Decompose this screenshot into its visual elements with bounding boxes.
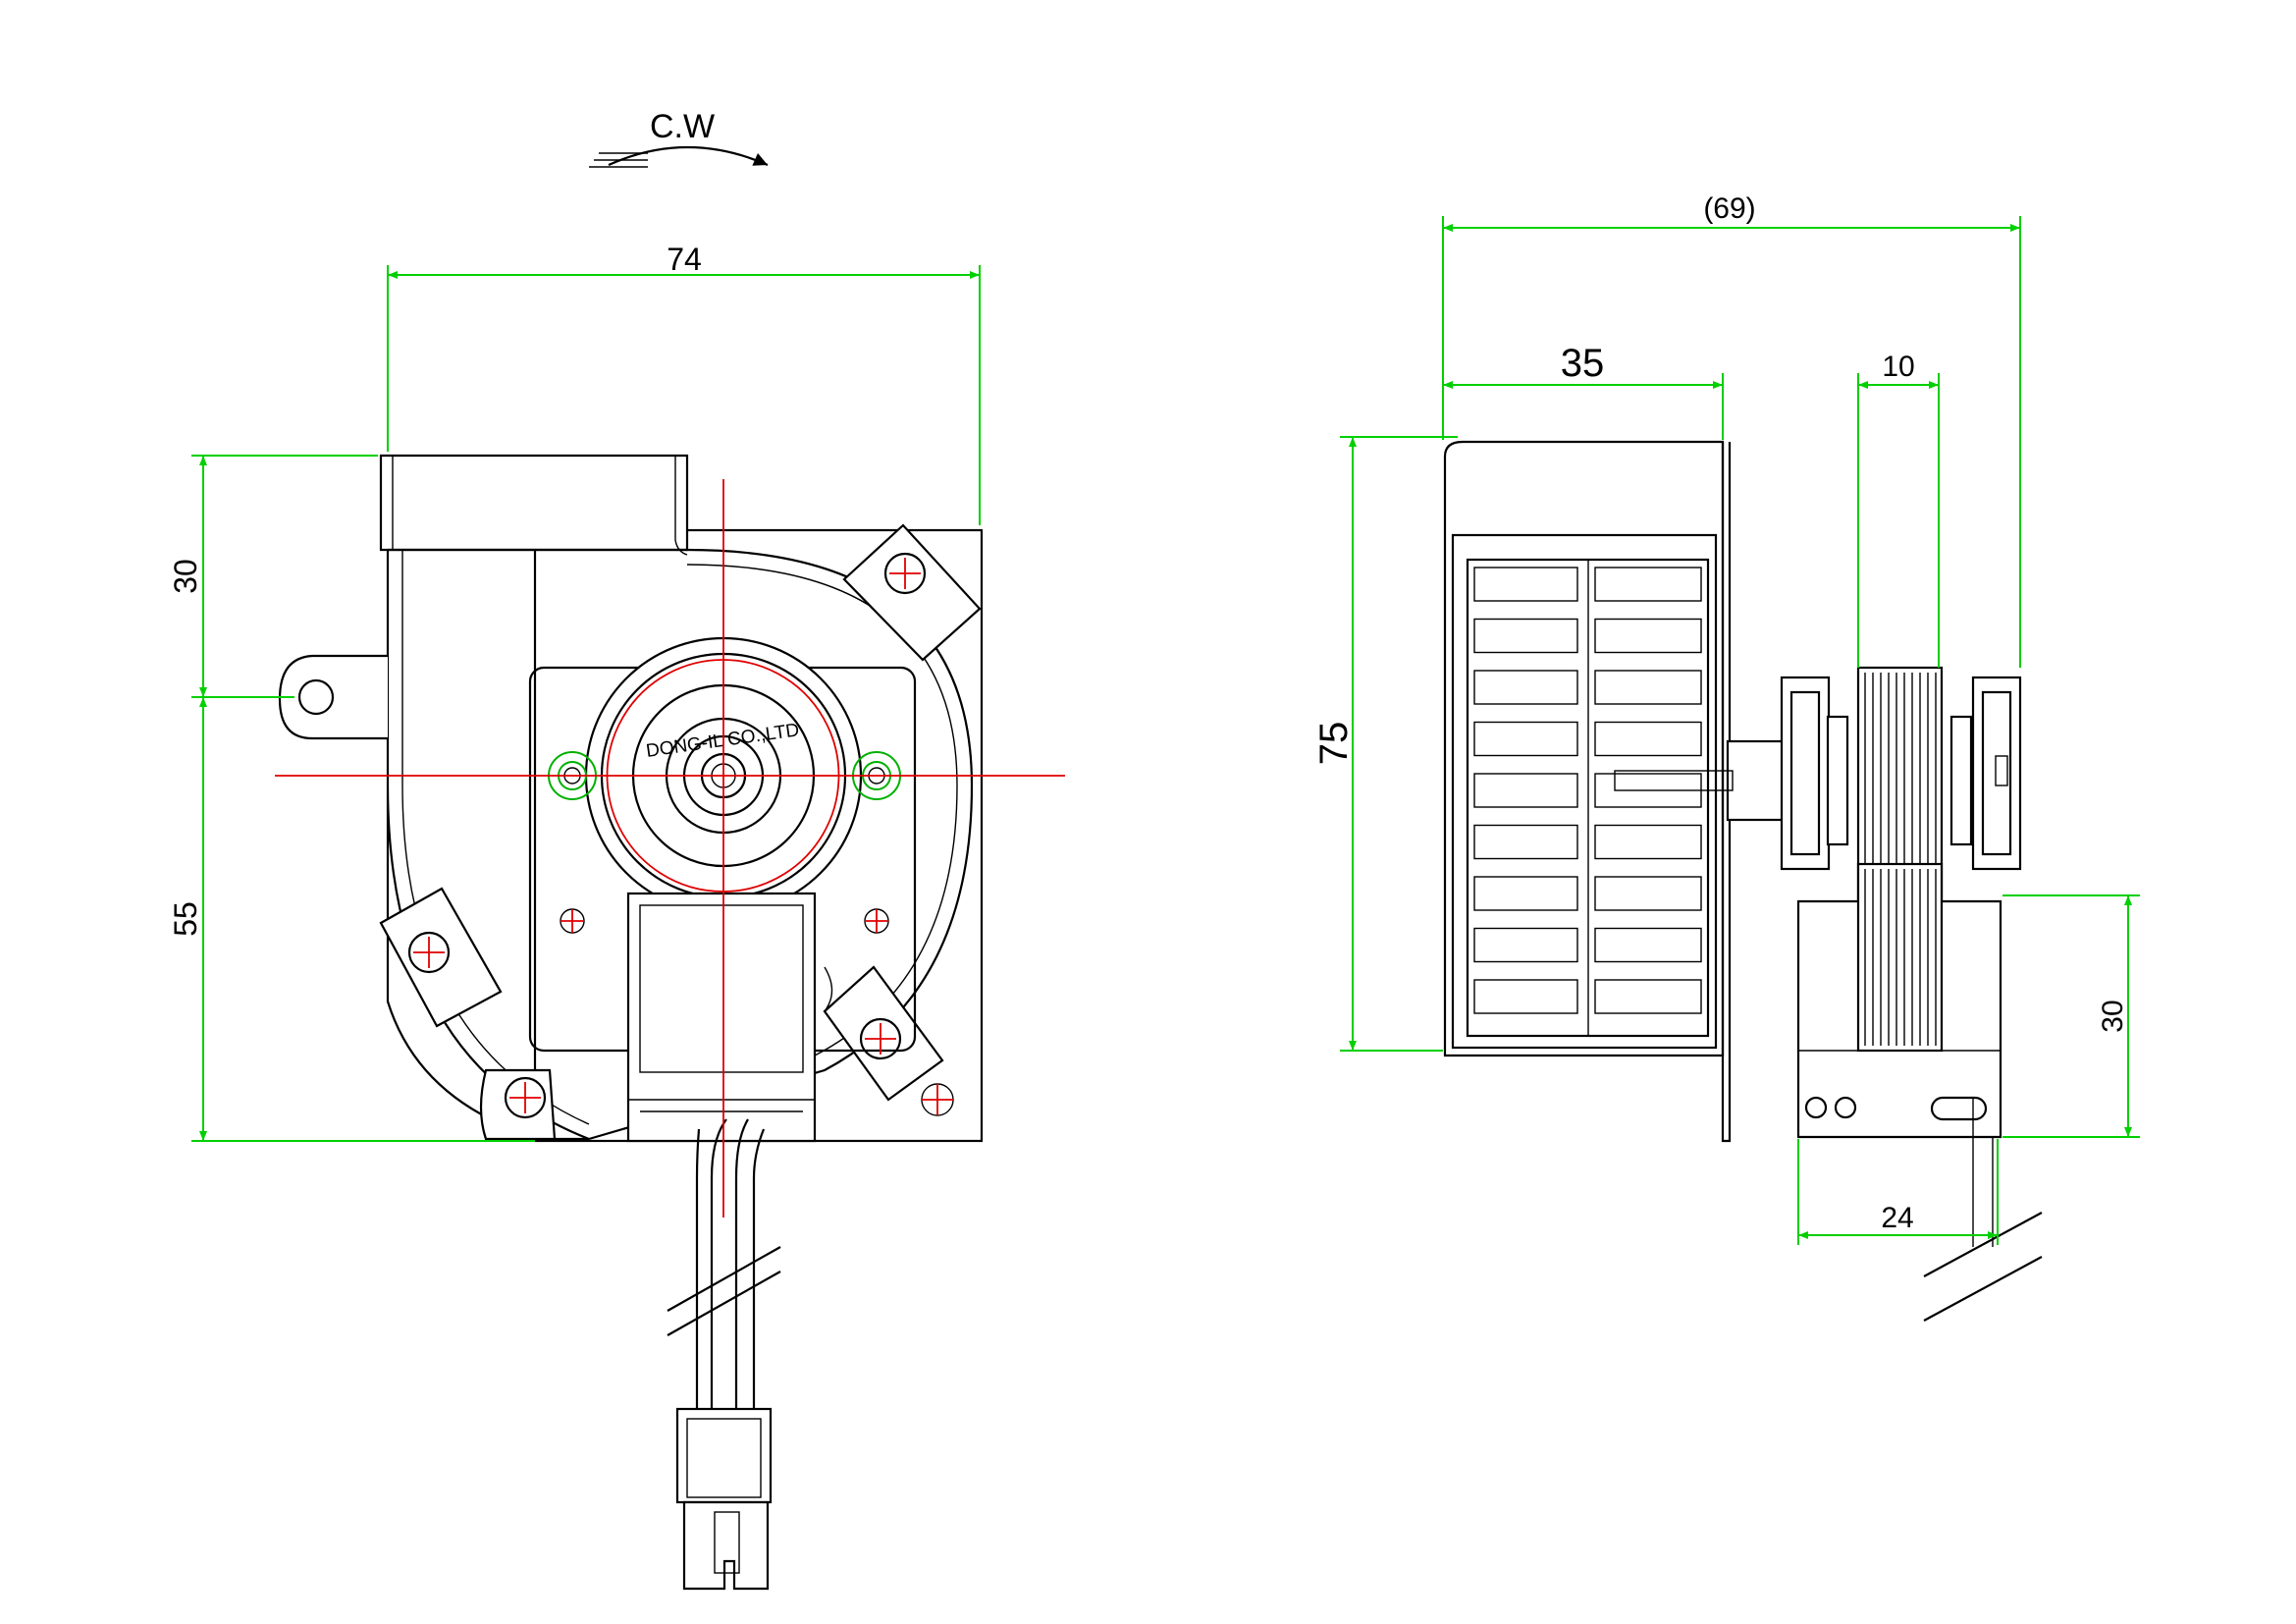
grid-slot	[1594, 927, 1702, 963]
dim-motor-width: 24	[1797, 1139, 1999, 1245]
dim-height: 75	[1312, 436, 1458, 1052]
svg-text:74: 74	[667, 242, 702, 277]
grid-slot	[1594, 979, 1702, 1014]
dim-blower-depth: 35	[1443, 342, 1724, 440]
ear-bottom-left	[379, 887, 503, 1028]
blower-body	[1443, 440, 1725, 1057]
grid-slot	[1473, 927, 1578, 963]
rotation-indicator: C.W	[589, 108, 769, 168]
svg-text:75: 75	[1312, 722, 1356, 766]
grid-slot	[1473, 979, 1578, 1014]
outlet-duct	[379, 454, 689, 552]
svg-text:35: 35	[1561, 342, 1605, 385]
connector	[675, 1407, 773, 1591]
small-holes	[560, 908, 954, 1116]
grid-slot	[1594, 670, 1702, 705]
rotation-label: C.W	[650, 108, 715, 145]
motor-housing	[1796, 862, 2043, 1322]
svg-text:(69): (69)	[1703, 192, 1755, 225]
grid-slot	[1473, 721, 1578, 757]
ear-bottom-right	[823, 965, 944, 1102]
svg-text:24: 24	[1881, 1202, 1913, 1234]
svg-text:30: 30	[2097, 1000, 2129, 1032]
grid-slot	[1473, 670, 1578, 705]
dim-bottom-height: 55	[168, 697, 535, 1142]
fan-grid-slots	[1473, 567, 1702, 1014]
grid-slot	[1473, 773, 1578, 808]
dim-core-width: 10	[1857, 351, 1940, 668]
grid-slot	[1594, 618, 1702, 654]
ear-bottom	[479, 1068, 557, 1141]
grid-slot	[1473, 567, 1578, 602]
side-view: (69) 35 10 75 30 24	[1312, 192, 2140, 1322]
grid-slot	[1473, 618, 1578, 654]
svg-text:10: 10	[1882, 351, 1914, 383]
front-view: DONG-IL CO.,LTD	[168, 242, 1065, 1591]
screw-plus-bottom-left	[504, 1076, 547, 1119]
coil-box	[626, 892, 817, 1143]
dim-overall-depth: (69)	[1442, 192, 2021, 668]
dim-overall-width: 74	[387, 242, 981, 525]
screw-plus-left	[407, 931, 451, 974]
grid-slot	[1594, 824, 1702, 860]
grid-slot	[1473, 824, 1578, 860]
grid-slot	[1473, 876, 1578, 911]
svg-text:30: 30	[168, 559, 203, 594]
grid-slot	[1594, 876, 1702, 911]
dim-motor-height: 30	[2002, 894, 2140, 1138]
screw-plus-top-right	[883, 552, 927, 595]
grid-slot	[1594, 721, 1702, 757]
cable	[667, 1118, 781, 1409]
svg-text:55: 55	[168, 901, 203, 937]
grid-slot	[1594, 567, 1702, 602]
dim-top-height: 30	[168, 455, 378, 698]
screw-plus-bottom-right	[859, 1017, 902, 1060]
